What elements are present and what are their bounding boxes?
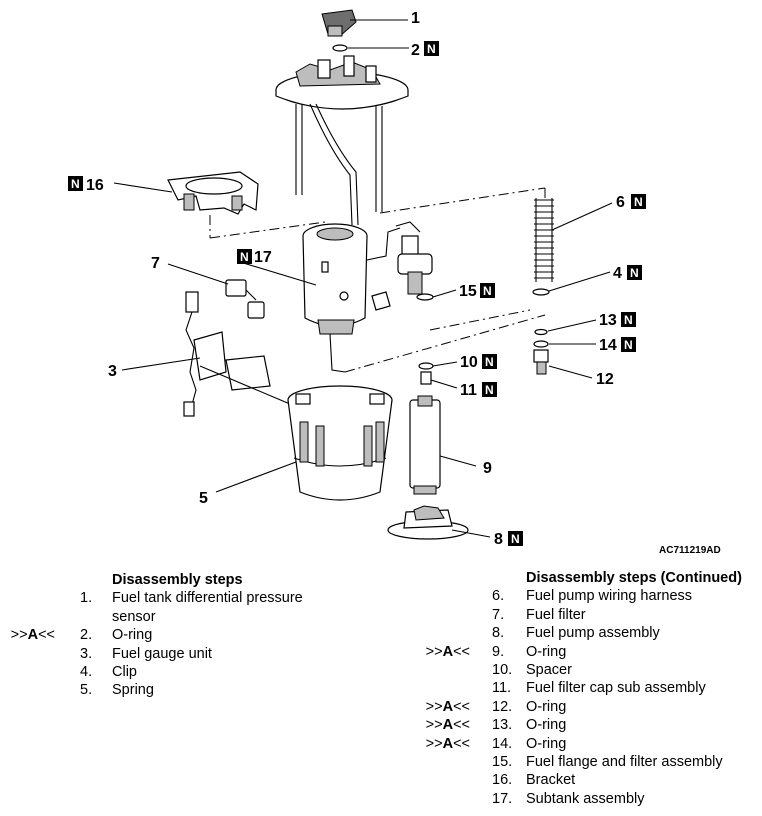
part-housing-basket (215, 385, 393, 501)
callout-12: 12 (596, 371, 614, 388)
step-row: 5. Spring (80, 682, 154, 699)
service-point-marker: >>A<< (425, 698, 470, 715)
part-fuel-gauge-unit (121, 291, 291, 417)
callout-6: 6 (616, 194, 625, 211)
svg-text:N: N (485, 383, 494, 397)
n-box-8: N (508, 531, 523, 546)
step-row: 10. Spacer (492, 661, 572, 678)
callout-2: 2 (411, 42, 420, 59)
callout-10: 10 (460, 354, 478, 371)
n-box-16: N (68, 176, 83, 191)
callout-5: 5 (199, 490, 208, 507)
n-box-10: N (482, 354, 497, 369)
part-pump-base (387, 505, 491, 540)
callout-3: 3 (108, 363, 117, 380)
step-row: 8. Fuel pump assembly (492, 625, 660, 642)
callout-14: 14 (599, 337, 617, 354)
part-flange-filter-assembly (395, 221, 457, 301)
svg-text:N: N (511, 532, 520, 546)
step-row-continued: sensor (112, 608, 156, 625)
exploded-parts-diagram: 1 2 16 6 17 7 4 15 13 14 10 3 12 11 9 5 … (68, 9, 721, 556)
part-spacer-and-cap (418, 361, 458, 389)
service-point-marker: >>A<< (10, 627, 55, 644)
step-row: 7. Fuel filter (492, 606, 586, 623)
svg-text:N: N (71, 177, 80, 191)
svg-text:N: N (483, 284, 492, 298)
service-point-marker: >>A<< (425, 735, 470, 752)
part-o-ring-2 (332, 44, 409, 52)
figure-id: AC711219AD (659, 545, 721, 556)
step-row: >>A<< 13. O-ring (400, 716, 762, 734)
part-fuel-flange (275, 55, 409, 226)
svg-text:N: N (485, 355, 494, 369)
step-row: >>A<< 2. O-ring (0, 626, 340, 644)
part-bracket (113, 171, 259, 215)
step-row: >>A<< 12. O-ring (400, 698, 762, 716)
part-pressure-sensor (321, 9, 408, 37)
n-box-15: N (480, 283, 495, 298)
step-row: >>A<< 9. O-ring (400, 643, 762, 661)
callout-15: 15 (459, 283, 477, 300)
steps-list-left: Disassembly steps 1. Fuel tank different… (0, 571, 340, 700)
callout-1: 1 (411, 10, 420, 27)
svg-text:N: N (630, 266, 639, 280)
service-point-marker: >>A<< (425, 717, 470, 734)
callout-8: 8 (494, 531, 503, 548)
step-row: 16. Bracket (492, 772, 576, 789)
step-row: 17. Subtank assembly (492, 790, 645, 807)
callout-7: 7 (151, 255, 160, 272)
part-wiring-harness (534, 198, 613, 282)
callout-17: 17 (254, 249, 272, 266)
n-box-4: N (627, 265, 642, 280)
alignment-lines (209, 187, 546, 373)
part-clip (532, 271, 611, 296)
callout-4: 4 (613, 265, 622, 282)
svg-text:N: N (624, 313, 633, 327)
steps-heading: Disassembly steps (112, 572, 243, 588)
step-row: >>A<< 14. O-ring (400, 735, 762, 753)
callout-labels: 1 2 16 6 17 7 4 15 13 14 10 3 12 11 9 5 … (86, 10, 625, 548)
step-row: 3. Fuel gauge unit (80, 645, 212, 662)
n-box-14: N (621, 337, 636, 352)
callout-13: 13 (599, 312, 617, 329)
part-orings-and-fitting (533, 319, 597, 379)
callout-16: 16 (86, 177, 104, 194)
callout-9: 9 (483, 460, 492, 477)
part-fuel-pump (409, 395, 477, 495)
n-box-13: N (621, 312, 636, 327)
n-box-17: N (237, 249, 252, 264)
n-box-11: N (482, 382, 497, 397)
svg-text:N: N (427, 42, 436, 56)
service-point-marker: >>A<< (425, 643, 470, 660)
steps-heading-continued: Disassembly steps (Continued) (526, 570, 742, 586)
new-part-marks: N N N N N N N N N N N (68, 41, 646, 546)
steps-list-right: Disassembly steps (Continued) 6. Fuel pu… (400, 569, 762, 808)
part-fuel-filter (167, 263, 265, 319)
svg-text:N: N (624, 338, 633, 352)
step-row: 6. Fuel pump wiring harness (492, 588, 693, 605)
part-subtank-assembly (239, 223, 401, 373)
n-box-2: N (424, 41, 439, 56)
svg-text:N: N (634, 195, 643, 209)
callout-11: 11 (460, 382, 477, 399)
step-row: 11. Fuel filter cap sub assembly (492, 680, 706, 697)
n-box-6: N (631, 194, 646, 209)
step-row: 1. Fuel tank differential pressure (80, 590, 303, 607)
step-row: 15. Fuel flange and filter assembly (492, 753, 723, 770)
svg-text:N: N (240, 250, 249, 264)
step-row: 4. Clip (80, 663, 137, 680)
